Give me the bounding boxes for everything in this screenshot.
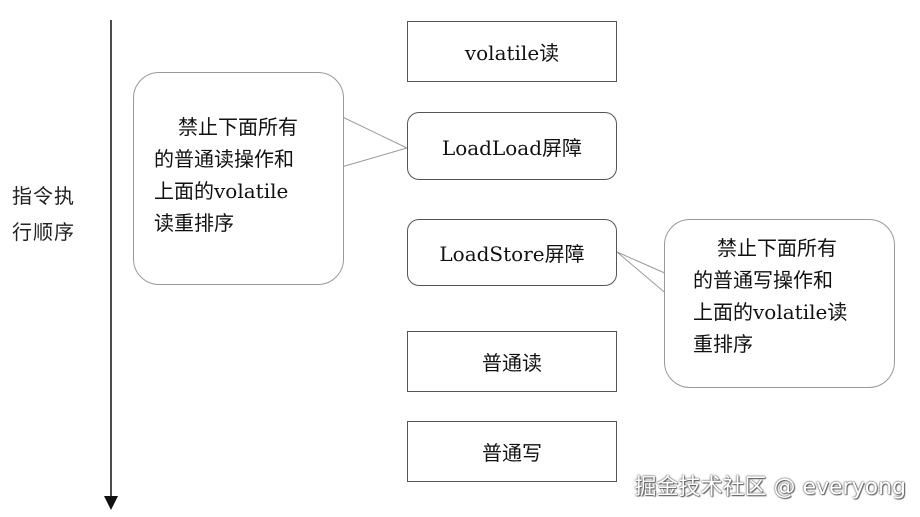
execution-order-label-line1: 指令执 bbox=[12, 184, 75, 208]
callout-right-pointer bbox=[616, 251, 677, 303]
callout-right: 禁止下面所有 的普通写操作和 上面的volatile读 重排序 bbox=[664, 219, 895, 388]
step-loadstore-barrier: LoadStore屏障 bbox=[407, 219, 617, 286]
step-label: LoadStore屏障 bbox=[439, 242, 585, 266]
step-label: LoadLoad屏障 bbox=[441, 135, 583, 160]
callout-right-line: 重排序 bbox=[693, 332, 753, 356]
step-label: 普通读 bbox=[482, 351, 542, 375]
execution-order-label: 指令执 行顺序 bbox=[12, 178, 92, 250]
step-normal-write: 普通写 bbox=[407, 421, 617, 482]
callout-right-line: 的普通写操作和 bbox=[693, 268, 833, 292]
callout-right-line: 上面的volatile读 bbox=[693, 300, 848, 324]
callout-left: 禁止下面所有 的普通读操作和 上面的volatile 读重排序 bbox=[133, 72, 344, 285]
step-label: 普通写 bbox=[482, 441, 542, 465]
callout-right-line: 禁止下面所有 bbox=[717, 236, 837, 260]
callout-left-line: 禁止下面所有 bbox=[178, 115, 298, 139]
callout-left-line: 的普通读操作和 bbox=[154, 147, 294, 171]
step-loadload-barrier: LoadLoad屏障 bbox=[407, 112, 617, 180]
step-normal-read: 普通读 bbox=[407, 331, 617, 392]
step-volatile-read: volatile读 bbox=[407, 21, 617, 82]
callout-left-line: 读重排序 bbox=[154, 211, 234, 235]
step-label: volatile读 bbox=[464, 41, 560, 65]
execution-order-arrowhead bbox=[104, 496, 118, 510]
watermark: 掘金技术社区 @ everyong bbox=[634, 475, 906, 500]
execution-order-label-line2: 行顺序 bbox=[12, 220, 75, 244]
callout-left-line: 上面的volatile bbox=[154, 179, 289, 203]
